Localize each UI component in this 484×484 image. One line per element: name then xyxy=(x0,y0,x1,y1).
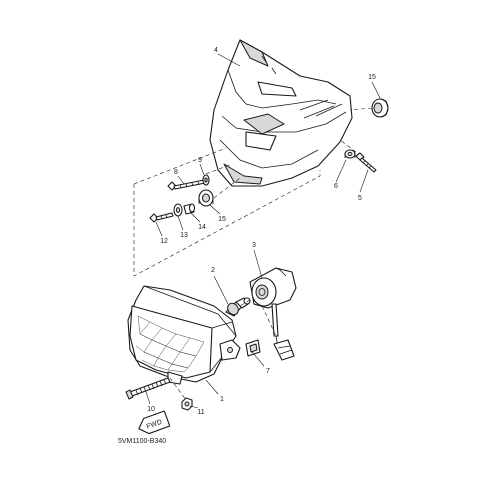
wiring-connector[interactable] xyxy=(273,335,295,361)
washer-13[interactable] xyxy=(173,203,183,217)
callout-2[interactable]: 2 xyxy=(211,267,215,274)
callout-8[interactable]: 8 xyxy=(174,169,178,176)
callout-11[interactable]: 11 xyxy=(197,409,204,416)
callout-14[interactable]: 14 xyxy=(198,224,206,231)
cowling-bracket[interactable] xyxy=(209,39,353,187)
collar-14[interactable] xyxy=(183,203,196,215)
assembly-guides xyxy=(133,107,373,401)
collar[interactable] xyxy=(344,149,356,159)
callout-13[interactable]: 13 xyxy=(180,232,188,239)
grommet-lower[interactable] xyxy=(198,189,214,207)
bolt-8[interactable] xyxy=(167,179,206,191)
callout-4[interactable]: 4 xyxy=(214,47,218,54)
callout-10[interactable]: 10 xyxy=(147,406,155,413)
headlight-bulb[interactable] xyxy=(225,297,251,317)
washer-9[interactable] xyxy=(202,174,210,186)
grommet-upper[interactable] xyxy=(371,98,389,118)
bolt-12[interactable] xyxy=(149,212,174,223)
drawing-code: 5VM1100-B340 xyxy=(118,438,166,445)
nut-11[interactable] xyxy=(181,397,193,411)
headlight-unit[interactable] xyxy=(127,285,241,385)
adjusting-screw[interactable] xyxy=(125,377,171,400)
callout-12[interactable]: 12 xyxy=(160,238,168,245)
lens-pattern xyxy=(135,315,205,373)
callout-1[interactable]: 1 xyxy=(220,396,224,403)
bolt-5[interactable] xyxy=(355,152,377,173)
callout-3[interactable]: 3 xyxy=(252,242,256,249)
callout-15-upper[interactable]: 15 xyxy=(368,74,376,81)
callout-15-lower[interactable]: 15 xyxy=(218,216,226,223)
clip-bracket[interactable] xyxy=(245,339,261,357)
callout-6[interactable]: 6 xyxy=(334,183,338,190)
callouts: 4 15 6 5 8 9 12 13 14 15 3 2 1 7 10 11 xyxy=(147,47,376,416)
fwd-arrow: FWD xyxy=(138,410,171,435)
callout-5[interactable]: 5 xyxy=(358,195,362,202)
callout-9[interactable]: 9 xyxy=(198,157,202,164)
callout-7[interactable]: 7 xyxy=(266,368,270,375)
leader-lines xyxy=(145,53,381,409)
socket-cover[interactable] xyxy=(249,267,297,337)
